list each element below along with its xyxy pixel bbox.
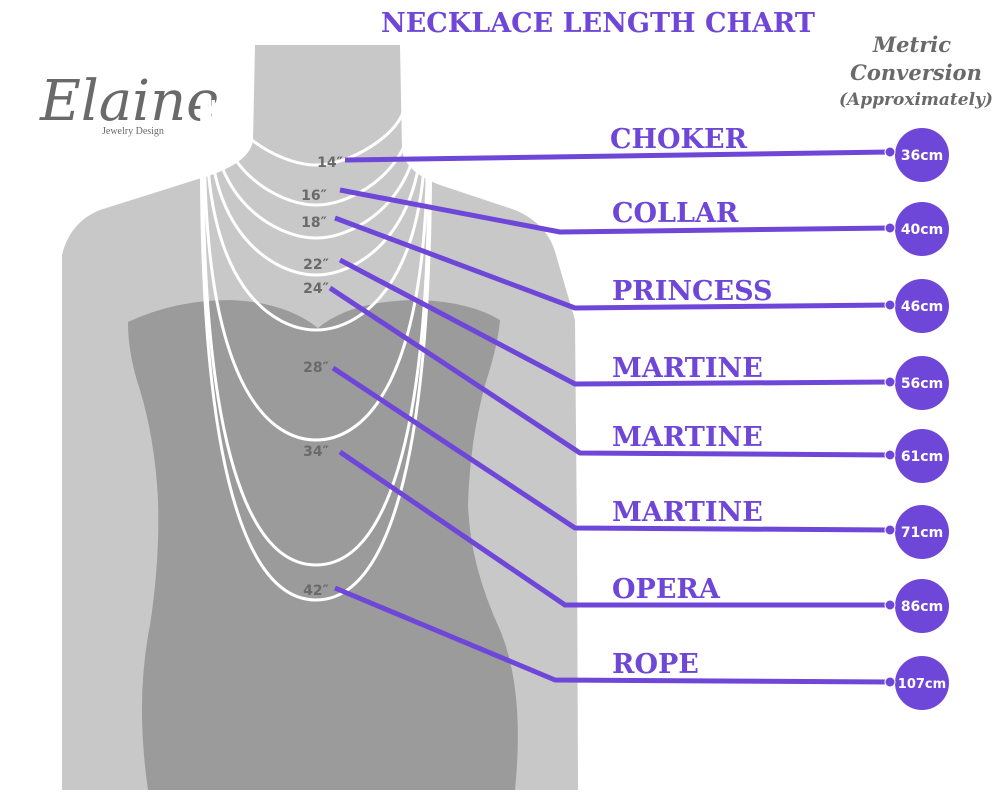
leader-line-2 <box>339 187 891 235</box>
cm-badge-5 <box>895 429 949 483</box>
leader-end-dot-2 <box>884 222 896 234</box>
style-name-5: MARTINE <box>612 422 763 453</box>
leader-end-dot-1 <box>884 146 896 158</box>
necklace-chain-2 <box>218 99 414 207</box>
inch-label-1: 14″ <box>317 155 343 171</box>
leader-end-dot-3 <box>884 299 896 311</box>
leader-line-5 <box>328 285 891 458</box>
leader-end-dot-7 <box>884 599 896 611</box>
necklace-chain-4 <box>207 99 425 277</box>
metric-header-line-2: Conversion <box>850 60 982 85</box>
style-name-6: MARTINE <box>612 497 763 528</box>
leader-line-1 <box>344 149 891 163</box>
cm-badge-2 <box>895 202 949 256</box>
logo-name: Elaine <box>39 69 219 134</box>
necklace-chain-7 <box>201 99 431 567</box>
cm-badge-8 <box>895 656 949 710</box>
leader-end-dot-8 <box>884 676 896 688</box>
cm-value-4: 56cm <box>901 376 943 392</box>
necklace-chain-8 <box>199 99 433 602</box>
leader-line-4 <box>338 257 891 387</box>
inch-label-4: 22″ <box>303 257 329 273</box>
style-names: CHOKER COLLAR PRINCESS MARTINE MARTINE MARTIN… <box>610 124 773 680</box>
metric-header-line-3: (Approximately) <box>839 90 993 110</box>
leader-end-dot-5 <box>884 449 896 461</box>
cm-badge-7 <box>895 579 949 633</box>
cm-badge-1 <box>895 128 949 182</box>
cm-badge-3 <box>895 279 949 333</box>
cm-value-2: 40cm <box>901 222 943 238</box>
logo-tagline: Jewelry Design <box>102 126 164 137</box>
leader-line-3 <box>334 215 891 311</box>
style-name-4: MARTINE <box>612 353 763 384</box>
cm-value-6: 71cm <box>901 525 943 541</box>
leader-end-dot-4 <box>884 376 896 388</box>
inch-label-3: 18″ <box>301 215 327 231</box>
inch-label-6: 28″ <box>303 360 329 376</box>
leader-lines <box>328 149 891 685</box>
necklace-chain-1 <box>226 99 406 167</box>
inch-label-8: 42″ <box>303 583 329 599</box>
style-name-7: OPERA <box>612 574 721 605</box>
chart-title: NECKLACE LENGTH CHART <box>381 8 815 39</box>
style-name-3: PRINCESS <box>612 276 773 307</box>
inch-label-7: 34″ <box>303 444 329 460</box>
cm-badges: 36cm 40cm 46cm 56cm 61cm 71cm 86cm 107cm <box>884 128 949 710</box>
necklace-chain-3 <box>211 99 421 240</box>
cm-value-7: 86cm <box>901 599 943 615</box>
leader-line-6 <box>331 365 891 533</box>
brand-logo: Elaine Jewelry Design <box>39 69 219 137</box>
cm-badge-4 <box>895 356 949 410</box>
cm-value-3: 46cm <box>901 299 943 315</box>
cm-value-5: 61cm <box>901 449 943 465</box>
necklace-chains <box>199 99 433 602</box>
style-name-1: CHOKER <box>610 124 748 155</box>
necklace-chain-6 <box>202 99 430 442</box>
inch-labels: 14″ 16″ 18″ 22″ 24″ 28″ 34″ 42″ <box>301 155 343 599</box>
mannequin-dress <box>128 300 518 790</box>
style-name-2: COLLAR <box>612 198 739 229</box>
leader-line-7 <box>338 449 890 608</box>
leader-line-8 <box>334 585 891 685</box>
cm-badge-6 <box>895 505 949 559</box>
inch-label-2: 16″ <box>301 188 327 204</box>
cm-value-1: 36cm <box>901 148 943 164</box>
style-name-8: ROPE <box>612 649 699 680</box>
metric-header-line-1: Metric <box>872 32 951 57</box>
inch-label-5: 24″ <box>303 281 329 297</box>
cm-value-8: 107cm <box>898 677 946 692</box>
leader-end-dot-6 <box>884 524 896 536</box>
necklace-chain-5 <box>204 99 428 332</box>
